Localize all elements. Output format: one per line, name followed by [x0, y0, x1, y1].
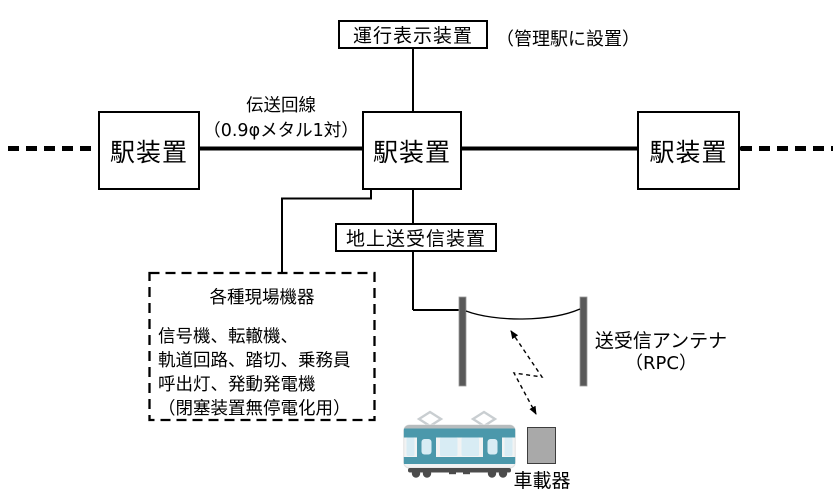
field-equipment-box: 各種現場機器 信号機、転轍機、 軌道回路、踏切、乗務員 呼出灯、発動発電機 （閉… [149, 273, 375, 420]
train-icon [403, 410, 516, 478]
field-equipment-item: 軌道回路、踏切、乗務員 [158, 351, 351, 371]
field-equipment-title: 各種現場機器 [209, 288, 315, 308]
station-device-label: 駅装置 [109, 137, 188, 167]
train-window [461, 437, 479, 456]
antenna-post-left-icon [458, 296, 467, 387]
antenna-post-right-icon [579, 296, 588, 387]
train-top-band [403, 428, 516, 438]
operation-display-note: （管理駅に設置） [496, 29, 640, 50]
antenna-wire [465, 308, 581, 320]
ground-transceiver-box: 地上送受信装置 [335, 223, 497, 252]
field-equipment-item: 信号機、転轍機、 [158, 327, 298, 347]
antenna-sub-label: （RPC） [625, 353, 697, 374]
train-gear [463, 471, 470, 475]
train-gear [449, 471, 456, 475]
transmission-line-spec: （0.9φメタル1対） [203, 121, 359, 141]
operation-display-label: 運行表示装置 [352, 25, 473, 47]
train-door-window [487, 439, 498, 455]
field-equipment-item: 呼出灯、発動発電機 [158, 375, 316, 395]
field-equipment-connector [281, 189, 372, 273]
train-wheel [498, 469, 508, 478]
station-device-label: 駅装置 [649, 137, 728, 167]
station-device-box-center: 駅装置 [362, 111, 462, 190]
train-door-window [421, 439, 432, 455]
field-equipment-item: （閉塞装置無停電化用） [158, 399, 351, 419]
train-window [504, 437, 513, 456]
pantograph-right-icon [470, 410, 498, 428]
train-wheel [422, 469, 432, 478]
train-roof [403, 425, 516, 429]
field-equipment-box-outline [148, 271, 376, 422]
train-wheel [487, 469, 497, 478]
antenna-label: 送受信アンテナ [594, 330, 728, 352]
ground-transceiver-label: 地上送受信装置 [345, 228, 486, 250]
transmission-line-name: 伝送回線 [246, 96, 316, 116]
train-undercarriage [408, 468, 511, 473]
onboard-unit-label: 車載器 [513, 470, 571, 492]
train-wheel [411, 469, 421, 478]
station-device-label: 駅装置 [372, 137, 451, 167]
train-window [406, 437, 415, 456]
train-bottom-band [403, 457, 516, 464]
station-device-box-left: 駅装置 [98, 111, 200, 190]
wireless-link-arrow-icon [510, 330, 544, 415]
onboard-unit-box [527, 427, 556, 464]
operation-display-box: 運行表示装置 [338, 20, 488, 49]
station-device-box-right: 駅装置 [637, 111, 740, 190]
pantograph-left-icon [416, 410, 444, 428]
train-window [440, 437, 458, 456]
